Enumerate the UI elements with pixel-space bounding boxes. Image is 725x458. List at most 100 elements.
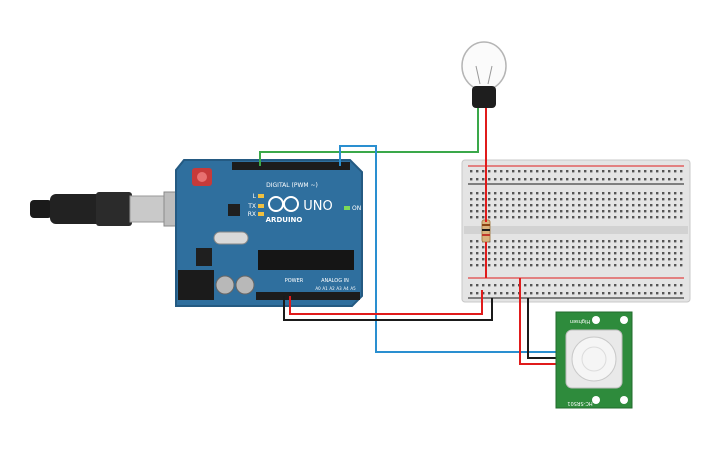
breadboard-hole[interactable] <box>560 192 563 195</box>
breadboard-hole[interactable] <box>626 178 629 181</box>
breadboard-hole[interactable] <box>518 264 521 267</box>
breadboard-hole[interactable] <box>596 284 599 287</box>
breadboard-hole[interactable] <box>512 252 515 255</box>
breadboard-hole[interactable] <box>536 246 539 249</box>
breadboard-hole[interactable] <box>548 252 551 255</box>
breadboard-hole[interactable] <box>530 240 533 243</box>
breadboard-hole[interactable] <box>662 258 665 261</box>
breadboard-hole[interactable] <box>566 198 569 201</box>
breadboard-hole[interactable] <box>620 264 623 267</box>
breadboard-hole[interactable] <box>566 252 569 255</box>
breadboard-hole[interactable] <box>620 284 623 287</box>
breadboard-hole[interactable] <box>494 192 497 195</box>
breadboard-hole[interactable] <box>554 204 557 207</box>
breadboard-hole[interactable] <box>680 240 683 243</box>
breadboard-hole[interactable] <box>656 252 659 255</box>
breadboard-hole[interactable] <box>560 240 563 243</box>
breadboard-hole[interactable] <box>476 178 479 181</box>
breadboard-hole[interactable] <box>530 170 533 173</box>
breadboard-hole[interactable] <box>578 246 581 249</box>
breadboard-hole[interactable] <box>542 284 545 287</box>
breadboard-hole[interactable] <box>584 198 587 201</box>
breadboard-hole[interactable] <box>620 170 623 173</box>
breadboard-hole[interactable] <box>584 246 587 249</box>
breadboard-hole[interactable] <box>488 292 491 295</box>
breadboard-hole[interactable] <box>662 292 665 295</box>
breadboard-hole[interactable] <box>614 258 617 261</box>
breadboard-hole[interactable] <box>602 204 605 207</box>
breadboard-hole[interactable] <box>470 198 473 201</box>
breadboard-hole[interactable] <box>524 264 527 267</box>
breadboard-hole[interactable] <box>662 210 665 213</box>
breadboard-hole[interactable] <box>476 252 479 255</box>
breadboard-hole[interactable] <box>638 178 641 181</box>
breadboard-hole[interactable] <box>584 284 587 287</box>
breadboard-hole[interactable] <box>470 170 473 173</box>
breadboard-hole[interactable] <box>608 192 611 195</box>
breadboard-hole[interactable] <box>596 252 599 255</box>
breadboard-hole[interactable] <box>680 204 683 207</box>
breadboard-hole[interactable] <box>536 292 539 295</box>
breadboard-hole[interactable] <box>620 204 623 207</box>
breadboard-hole[interactable] <box>554 240 557 243</box>
breadboard-hole[interactable] <box>680 246 683 249</box>
breadboard-hole[interactable] <box>602 192 605 195</box>
breadboard-hole[interactable] <box>536 198 539 201</box>
breadboard-hole[interactable] <box>560 204 563 207</box>
breadboard-hole[interactable] <box>506 192 509 195</box>
breadboard-hole[interactable] <box>542 198 545 201</box>
breadboard-hole[interactable] <box>470 178 473 181</box>
breadboard-hole[interactable] <box>482 292 485 295</box>
breadboard-hole[interactable] <box>500 198 503 201</box>
breadboard-hole[interactable] <box>650 210 653 213</box>
breadboard-hole[interactable] <box>482 210 485 213</box>
breadboard-hole[interactable] <box>494 240 497 243</box>
breadboard-hole[interactable] <box>608 246 611 249</box>
breadboard-hole[interactable] <box>620 252 623 255</box>
breadboard-hole[interactable] <box>668 198 671 201</box>
breadboard-hole[interactable] <box>626 246 629 249</box>
breadboard-hole[interactable] <box>620 198 623 201</box>
breadboard-hole[interactable] <box>626 210 629 213</box>
breadboard-hole[interactable] <box>494 198 497 201</box>
breadboard-hole[interactable] <box>674 252 677 255</box>
breadboard-hole[interactable] <box>536 284 539 287</box>
breadboard-hole[interactable] <box>548 240 551 243</box>
breadboard-hole[interactable] <box>494 170 497 173</box>
breadboard-hole[interactable] <box>674 210 677 213</box>
breadboard-hole[interactable] <box>662 192 665 195</box>
breadboard-hole[interactable] <box>632 252 635 255</box>
breadboard-hole[interactable] <box>512 292 515 295</box>
breadboard-hole[interactable] <box>488 258 491 261</box>
breadboard-hole[interactable] <box>656 204 659 207</box>
breadboard-hole[interactable] <box>476 170 479 173</box>
breadboard-hole[interactable] <box>536 170 539 173</box>
breadboard-hole[interactable] <box>638 292 641 295</box>
breadboard-hole[interactable] <box>494 204 497 207</box>
breadboard-hole[interactable] <box>518 170 521 173</box>
breadboard-hole[interactable] <box>512 198 515 201</box>
breadboard-hole[interactable] <box>596 246 599 249</box>
breadboard-hole[interactable] <box>668 216 671 219</box>
breadboard-hole[interactable] <box>470 292 473 295</box>
breadboard-hole[interactable] <box>554 178 557 181</box>
breadboard-hole[interactable] <box>518 252 521 255</box>
breadboard-hole[interactable] <box>608 210 611 213</box>
breadboard-hole[interactable] <box>512 204 515 207</box>
breadboard-hole[interactable] <box>680 192 683 195</box>
breadboard-hole[interactable] <box>524 192 527 195</box>
breadboard-hole[interactable] <box>584 192 587 195</box>
breadboard-hole[interactable] <box>482 170 485 173</box>
breadboard-hole[interactable] <box>662 216 665 219</box>
breadboard-hole[interactable] <box>632 170 635 173</box>
breadboard-hole[interactable] <box>656 192 659 195</box>
breadboard-hole[interactable] <box>608 178 611 181</box>
breadboard-hole[interactable] <box>530 216 533 219</box>
breadboard-hole[interactable] <box>680 170 683 173</box>
breadboard-hole[interactable] <box>530 292 533 295</box>
breadboard-hole[interactable] <box>638 198 641 201</box>
breadboard-hole[interactable] <box>620 192 623 195</box>
breadboard-hole[interactable] <box>638 216 641 219</box>
breadboard-hole[interactable] <box>506 210 509 213</box>
breadboard-hole[interactable] <box>674 258 677 261</box>
